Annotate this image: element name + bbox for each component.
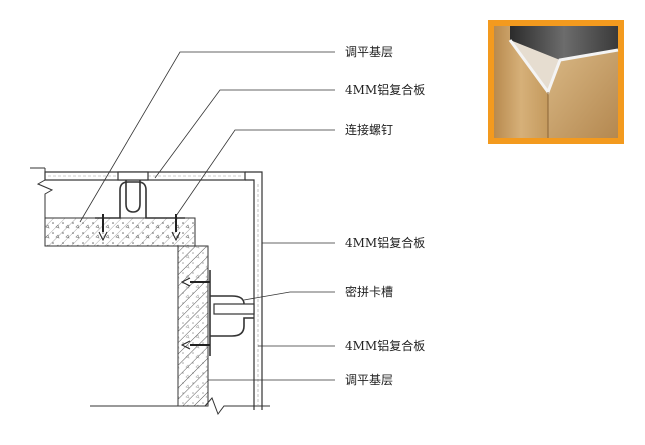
- wall-base-layer: [90, 245, 270, 416]
- label-panel-top: 4MM铝复合板: [345, 82, 425, 97]
- top-clip-bracket: [95, 171, 185, 242]
- label-panel-side: 4MM铝复合板: [345, 235, 425, 250]
- label-panel-lower: 4MM铝复合板: [345, 338, 425, 353]
- leader-lines: [79, 51, 335, 381]
- labels: 调平基层 4MM铝复合板 连接螺钉 4MM铝复合板 密拼卡槽 4MM铝复合板 调…: [345, 45, 425, 387]
- aluminum-corner-photo-icon: [488, 20, 624, 144]
- top-aluminum-panel: [44, 171, 263, 410]
- label-screw: 连接螺钉: [345, 122, 393, 137]
- label-leveling-top: 调平基层: [345, 45, 393, 59]
- side-clip-slot: [180, 270, 255, 356]
- label-clip-slot: 密拼卡槽: [345, 284, 393, 299]
- label-leveling-bottom: 调平基层: [345, 373, 393, 387]
- upper-base-slab: [30, 167, 196, 247]
